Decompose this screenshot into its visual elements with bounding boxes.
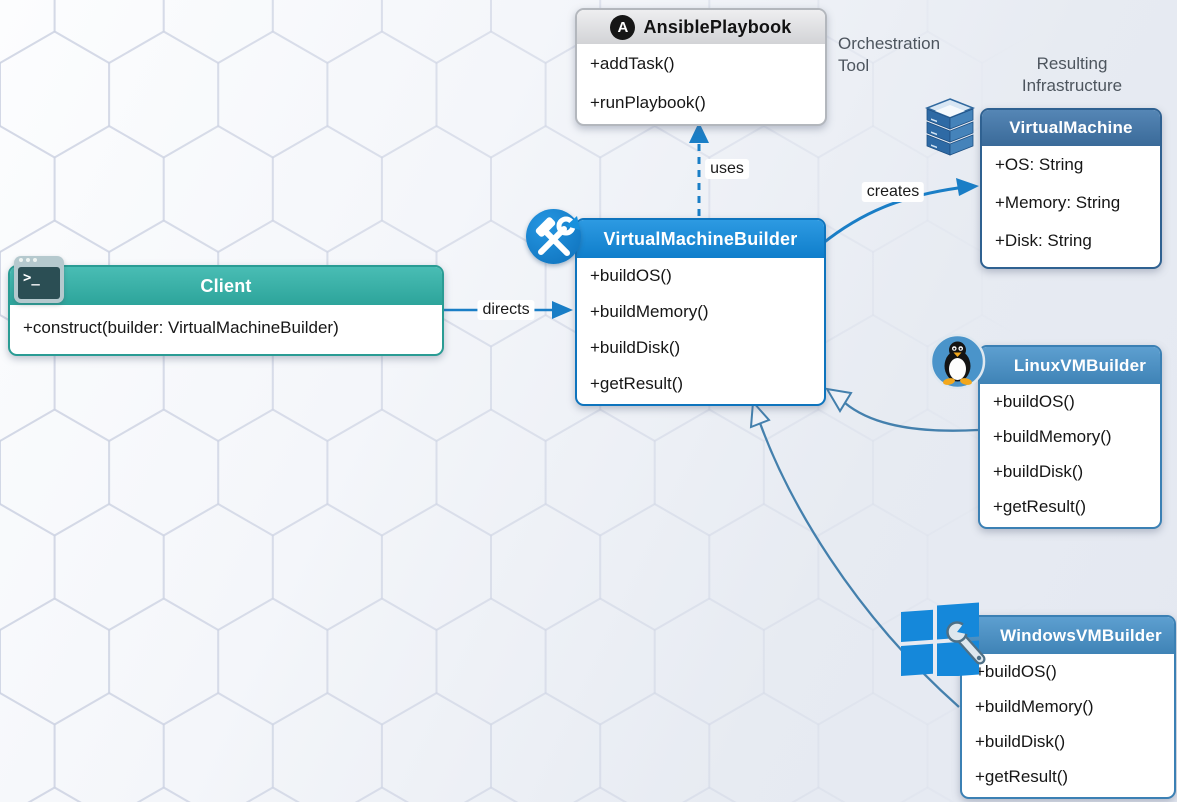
ansible-logo-letter: A — [617, 18, 629, 36]
orchestration-tool-annotation: Orchestration Tool — [838, 33, 940, 77]
terminal-screen: >_ — [18, 267, 60, 299]
class-name: VirtualMachine — [1009, 118, 1133, 137]
class-ansible-playbook-header: A AnsiblePlaybook — [577, 10, 825, 44]
resulting-infrastructure-annotation: Resulting Infrastructure — [1001, 53, 1143, 97]
annotation-line: Tool — [838, 56, 870, 75]
class-name: AnsiblePlaybook — [643, 16, 792, 37]
class-name: WindowsVMBuilder — [1000, 625, 1162, 645]
class-virtual-machine-builder-body: +buildOS() +buildMemory() +buildDisk() +… — [577, 258, 824, 402]
class-name: LinuxVMBuilder — [1013, 355, 1147, 375]
class-virtual-machine-builder: VirtualMachineBuilder +buildOS() +buildM… — [575, 218, 826, 406]
tux-penguin-icon — [929, 333, 986, 390]
class-virtual-machine-builder-header: VirtualMachineBuilder — [577, 220, 824, 258]
class-windows-vm-builder-body: +buildOS() +buildMemory() +buildDisk() +… — [962, 654, 1174, 794]
class-member: +buildOS() — [590, 266, 672, 285]
hammer-wrench-icon — [526, 209, 581, 264]
class-member: +getResult() — [975, 766, 1069, 786]
class-member: +construct(builder: VirtualMachineBuilde… — [23, 317, 339, 337]
terminal-icon: >_ — [14, 256, 64, 303]
annotation-line: Infrastructure — [1021, 76, 1123, 95]
class-client: Client +construct(builder: VirtualMachin… — [8, 265, 444, 356]
annotation-line: Resulting — [1036, 54, 1108, 73]
class-member: +buildDisk() — [993, 461, 1084, 481]
uses-edge-label: uses — [705, 159, 749, 179]
windows-inheritance-triangle-icon — [749, 399, 771, 429]
windows-logo-icon — [901, 596, 991, 678]
class-member: +buildMemory() — [993, 426, 1112, 446]
directs-edge-label: directs — [477, 300, 535, 320]
class-linux-vm-builder: LinuxVMBuilder +buildOS() +buildMemory()… — [978, 345, 1162, 529]
class-client-header: Client — [10, 267, 442, 305]
class-virtual-machine: VirtualMachine +OS: String +Memory: Stri… — [980, 108, 1162, 269]
class-member: +OS: String — [995, 155, 1084, 174]
class-windows-vm-builder: WindowsVMBuilder +buildOS() +buildMemory… — [960, 615, 1176, 799]
directs-arrowhead-icon — [552, 301, 573, 319]
class-member: +getResult() — [590, 374, 684, 393]
class-ansible-playbook-body: +addTask() +runPlaybook() — [577, 44, 825, 122]
class-member: +addTask() — [590, 53, 675, 73]
server-stack-icon — [921, 97, 979, 157]
class-member: +runPlaybook() — [590, 92, 706, 112]
linux-inheritance-edge — [825, 387, 979, 432]
terminal-prompt-glyph: >_ — [23, 270, 40, 286]
class-member: +buildOS() — [975, 661, 1057, 681]
class-member: +buildDisk() — [975, 731, 1066, 751]
annotation-line: Orchestration — [838, 34, 941, 53]
class-linux-vm-builder-body: +buildOS() +buildMemory() +buildDisk() +… — [980, 384, 1160, 524]
class-ansible-playbook: A AnsiblePlaybook +addTask() +runPlayboo… — [575, 8, 827, 126]
class-name: VirtualMachineBuilder — [603, 228, 798, 249]
class-member: +getResult() — [993, 496, 1087, 516]
class-linux-vm-builder-header: LinuxVMBuilder — [980, 347, 1160, 384]
uses-dashed-arrow — [689, 122, 709, 216]
creates-arrowhead-icon — [956, 178, 979, 196]
creates-arrow — [821, 178, 979, 246]
ansible-logo-icon: A — [610, 14, 636, 40]
terminal-window-dots-icon — [19, 258, 37, 262]
class-virtual-machine-body: +OS: String +Memory: String +Disk: Strin… — [982, 146, 1160, 260]
wrench-icon — [946, 618, 986, 665]
class-client-body: +construct(builder: VirtualMachineBuilde… — [10, 305, 442, 350]
class-windows-vm-builder-header: WindowsVMBuilder — [962, 617, 1174, 654]
class-member: +buildDisk() — [590, 338, 681, 357]
class-member: +Memory: String — [995, 193, 1121, 212]
class-member: +buildMemory() — [975, 696, 1094, 716]
creates-edge-label: creates — [861, 182, 925, 202]
uses-arrowhead-icon — [689, 122, 709, 143]
class-name: Client — [200, 275, 252, 296]
class-member: +buildMemory() — [590, 302, 709, 321]
linux-inheritance-triangle-icon — [825, 387, 853, 413]
class-virtual-machine-header: VirtualMachine — [982, 110, 1160, 146]
class-member: +buildOS() — [993, 391, 1075, 411]
class-member: +Disk: String — [995, 231, 1092, 250]
